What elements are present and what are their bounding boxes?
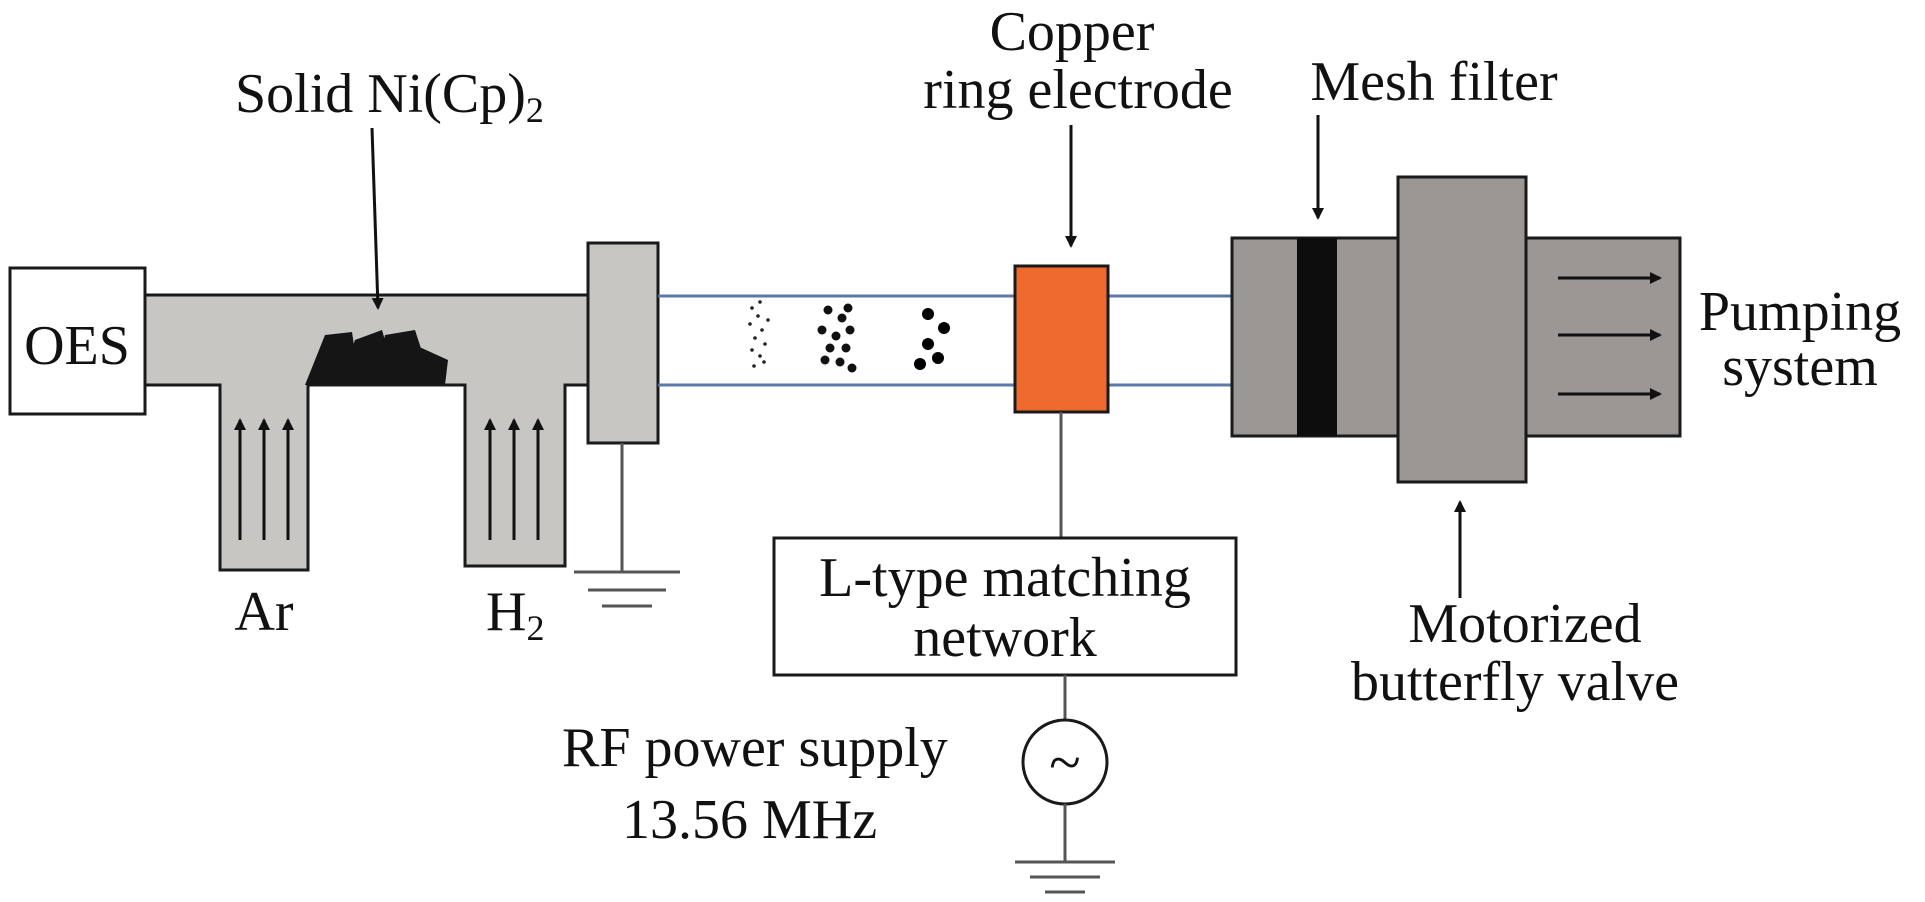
oes-box: [8, 266, 147, 416]
rf-ground-symbol: [1015, 804, 1115, 894]
butterfly-valve: [1396, 175, 1528, 484]
flange-ground-symbol: [574, 443, 680, 608]
valve-label-line1: Motorized: [1408, 593, 1641, 655]
nanoparticles-small: [748, 300, 770, 368]
mesh-filter: [1297, 238, 1337, 436]
copper-label-line2: ring electrode: [923, 59, 1232, 121]
ar-label: Ar: [234, 581, 293, 643]
pumping-label-line2: system: [1722, 336, 1878, 398]
matching-label-line1: L-type matching: [819, 547, 1191, 609]
grounded-flange: [586, 241, 660, 445]
nanoparticles-large: [914, 308, 950, 370]
ar-flow-arrows: [234, 418, 294, 540]
copper-ring-electrode: [1013, 264, 1110, 414]
solid-source-label: Solid Ni(Cp)2: [235, 63, 544, 130]
solid-precursor-pile: [305, 330, 448, 385]
oes-label: OES: [24, 315, 130, 377]
quartz-tube: [658, 294, 1232, 387]
matching-label-line2: network: [913, 607, 1097, 669]
copper-label-line1: Copper: [990, 1, 1155, 63]
matching-network-box: [772, 536, 1238, 677]
h2-label: H2: [486, 581, 544, 648]
pumping-flow-arrows: [1558, 272, 1662, 400]
mesh-filter-label: Mesh filter: [1310, 51, 1558, 113]
solid-source-arrow: [370, 127, 384, 310]
h2-flow-arrows: [484, 418, 544, 540]
rf-label-line2: 13.56 MHz: [622, 789, 877, 851]
ac-symbol: ~: [1049, 730, 1080, 795]
pumping-label-line1: Pumping: [1699, 281, 1901, 343]
valve-label-line2: butterfly valve: [1351, 651, 1679, 713]
rf-label-line1: RF power supply: [562, 717, 948, 779]
nanoparticles-medium: [817, 303, 857, 373]
